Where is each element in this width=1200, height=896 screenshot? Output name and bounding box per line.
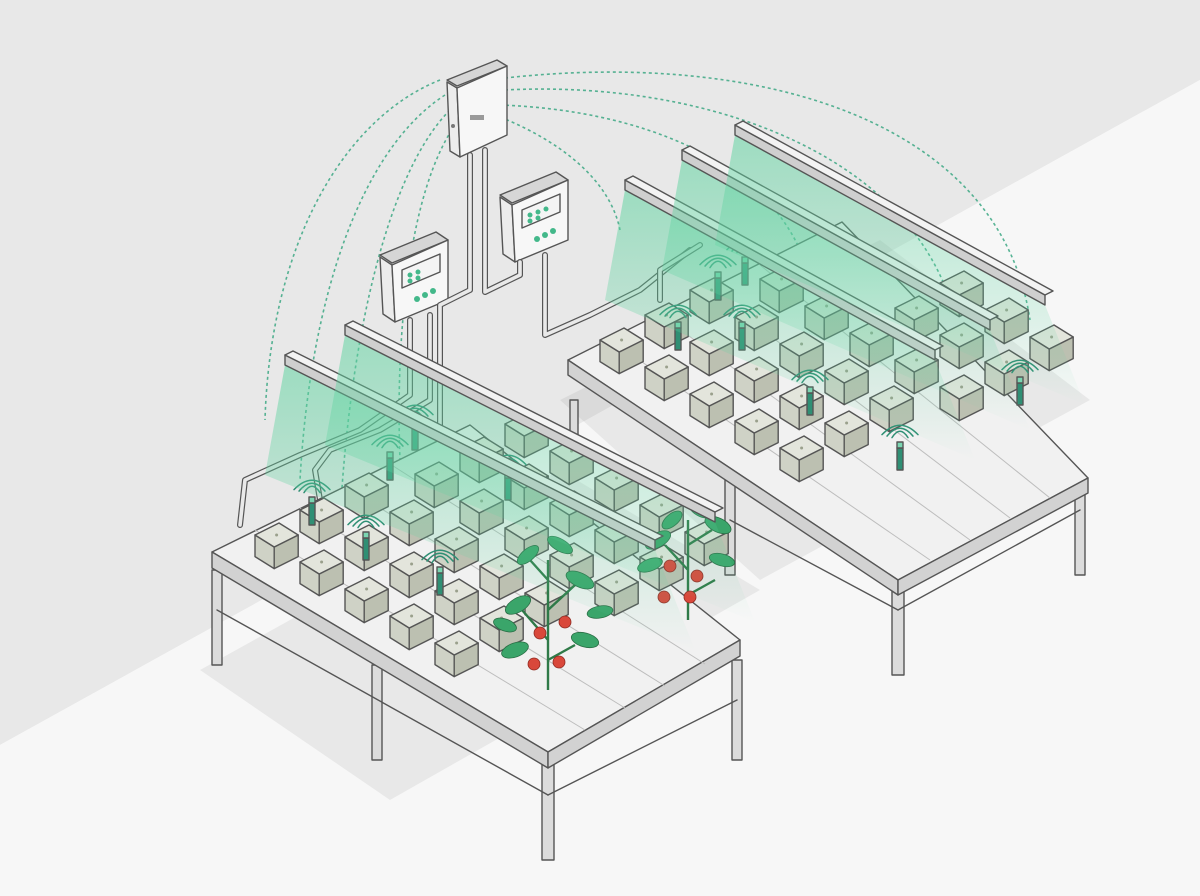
sensor-probe-icon [896,441,904,471]
rockwool-cube [644,354,689,402]
rockwool-cube [824,410,869,458]
rockwool-cube [734,408,779,456]
sensor-probe-icon [436,566,444,596]
sensor-probe-icon [308,496,316,526]
rockwool-cube [434,578,479,626]
rockwool-cube [689,381,734,429]
controller-icon [499,171,569,263]
grow-light-icon [715,120,1085,405]
rockwool-cube [299,549,344,597]
rockwool-cube [344,576,389,624]
wifi-signal-icon [421,549,459,564]
sensor-probe-icon [806,386,814,416]
sensor-probe-icon [362,531,370,561]
rockwool-cube [434,630,479,678]
rockwool-cube [599,327,644,375]
rockwool-cube [254,522,299,570]
grow-lights [265,120,1085,650]
gateway-icon [446,59,508,158]
controller-icon [379,231,449,323]
rockwool-cube [389,551,434,599]
rockwool-cube [779,435,824,483]
grow-light-icon [325,320,755,622]
rockwool-cube [389,603,434,651]
